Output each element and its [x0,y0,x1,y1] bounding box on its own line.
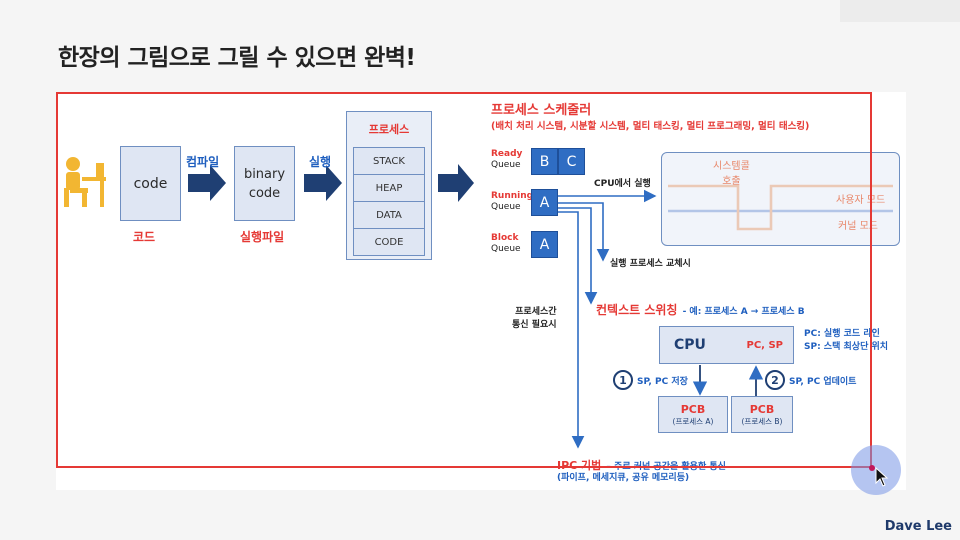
cpu-exec-label: CPU에서 실행 [594,179,651,189]
binary-box-line2: code [248,185,281,201]
binary-box-line1: binary [243,166,286,182]
ipc-title: IPC 기법 [557,459,602,472]
context-switch-heading: 컨텍스트 스위칭 - 예: 프로세스 A → 프로세스 B [596,299,805,318]
top-right-bar [840,0,960,22]
ready-sub: Queue [491,160,521,170]
pc-note: PC: 실행 코드 라인 [804,329,880,339]
block-sub: Queue [491,244,521,254]
context-switch-arrow [557,207,598,305]
kernel-mode-label: 커널 모드 [838,221,878,232]
user-icon [60,155,108,210]
binary-caption: 실행파일 [240,230,285,244]
highlight-frame [56,92,872,468]
process-title: 프로세스 [368,123,410,136]
cpu-box: CPU PC, SP [659,326,794,364]
compile-label: 컴파일 [186,155,220,169]
compile-arrow-icon [188,165,226,201]
cpu-label: CPU [674,337,706,353]
context-switch-title: 컨텍스트 스위칭 [596,303,678,317]
block-label: Block [491,233,519,243]
step2: 2 SP, PC 업데이트 [765,370,856,390]
ready-label: Ready [491,149,523,159]
segment-heap: HEAP [354,175,424,202]
pcb-b-box: PCB (프로세스 B) [731,396,793,433]
segment-stack: STACK [354,148,424,175]
step1-number-icon: 1 [613,370,633,390]
ipc-need-line2: 통신 필요시 [512,320,557,330]
ipc-need-label: 프로세스간 통신 필요시 [512,306,557,332]
syscall-line2: 호출 [722,176,741,187]
segment-code: CODE [374,237,404,248]
schedule-arrow-icon [438,164,474,202]
running-queue-label: Running Queue [491,191,533,214]
context-switch-example: - 예: 프로세스 A → 프로세스 B [682,307,805,317]
proc-swap-label: 실행 프로세스 교체시 [610,259,691,269]
process-panel: 프로세스 STACK HEAP DATA CODE [346,111,432,260]
pcb-b-sub: (프로세스 B) [741,416,783,426]
mouse-cursor-icon [875,466,889,491]
block-queue-label: Block Queue [491,233,521,256]
pcb-b-title: PCB [749,402,775,416]
code-box: code [120,146,181,221]
step2-text: SP, PC 업데이트 [789,376,857,387]
author-watermark: Dave Lee [884,519,952,534]
running-sub: Queue [491,202,521,212]
block-item-a: A [531,231,558,258]
running-item-a: A [531,189,558,216]
slide-title: 한장의 그림으로 그릴 수 있으면 완벽! [58,45,416,71]
sp-note: SP: 스택 최상단 위치 [804,342,889,352]
pc-sp-label: PC, SP [746,339,783,351]
run-label: 실행 [309,155,332,169]
syscall-line1: 시스템콜 [713,161,750,172]
register-notes: PC: 실행 코드 라인 SP: 스택 최상단 위치 [804,326,888,352]
pcb-a-box: PCB (프로세스 A) [658,396,728,433]
step1-text: SP, PC 저장 [637,376,688,387]
mode-panel [661,152,900,246]
ipc-need-line1: 프로세스간 [515,307,557,317]
mode-transition-line [668,184,893,231]
binary-code-box: binary code [234,146,295,221]
code-caption: 코드 [133,230,156,244]
user-mode-label: 사용자 모드 [836,195,886,206]
running-label: Running [491,191,534,201]
ready-item-c: C [558,148,585,175]
swap-arrow [557,202,610,262]
memory-segments: STACK HEAP DATA CODE [353,147,425,256]
pcb-a-title: PCB [680,402,706,416]
step1: 1 SP, PC 저장 [613,370,688,390]
ipc-subtitle: (파이프, 메세지큐, 공유 메모리등) [557,473,690,483]
syscall-label: 시스템콜 호출 [713,157,750,187]
segment-data: DATA [354,202,424,229]
run-arrow-icon [304,165,342,201]
pcb-a-sub: (프로세스 A) [672,416,714,426]
ready-item-b: B [531,148,558,175]
ready-queue-label: Ready Queue [491,149,522,172]
step2-number-icon: 2 [765,370,785,390]
scheduler-title: 프로세스 스케줄러 [491,103,592,118]
resize-handle[interactable] [869,465,875,471]
scheduler-subtitle: (배치 처리 시스템, 시분할 시스템, 멀티 태스킹, 멀티 프로그래밍, 멀… [491,121,810,132]
code-box-label: code [133,175,168,192]
ipc-arrow [557,211,585,449]
